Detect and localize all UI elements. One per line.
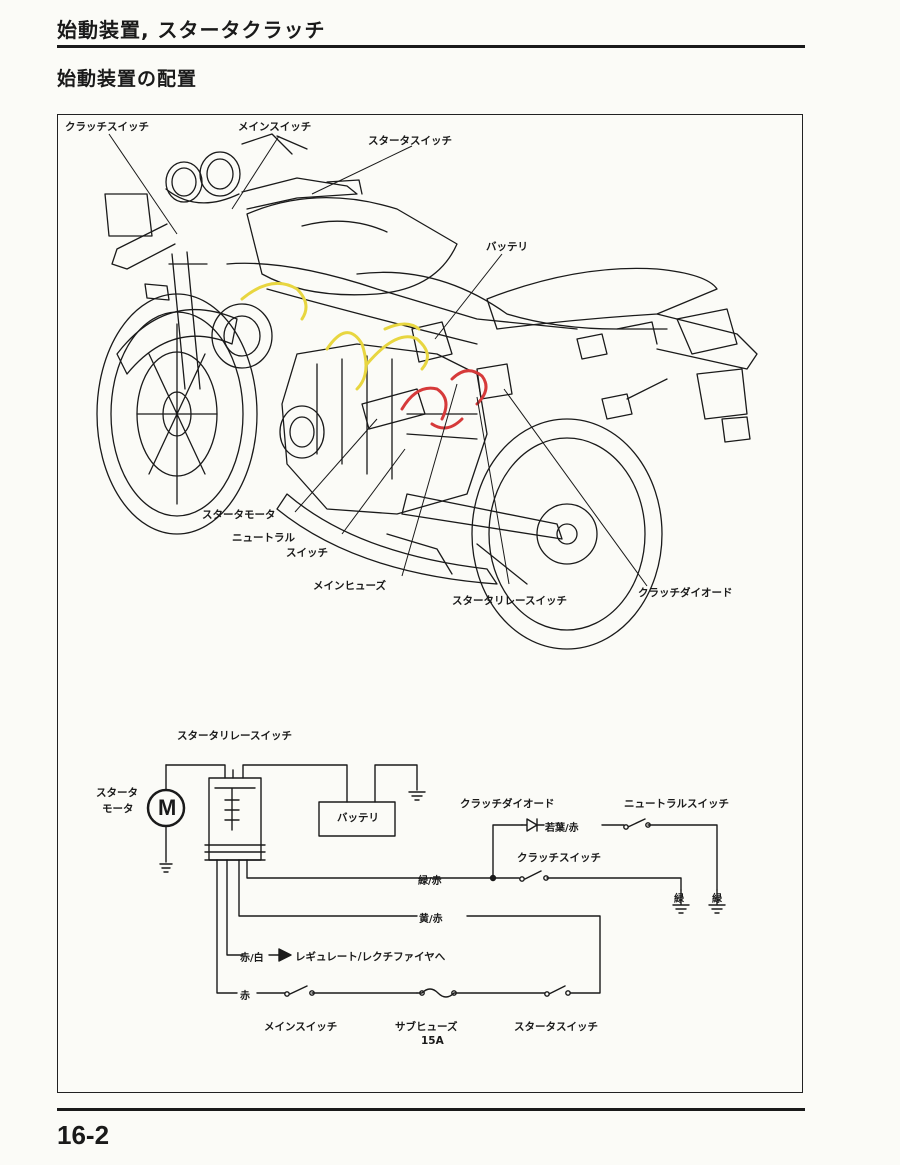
- exhaust-pipe: [276, 493, 498, 585]
- motorcycle-illustration: [96, 133, 758, 650]
- circuit-label-battery: バッテリ: [337, 812, 379, 824]
- engine: [281, 343, 488, 515]
- motor-symbol-letter: M: [158, 795, 177, 820]
- fuel-tank: [246, 196, 458, 296]
- label-neutral-switch-line1: ニュートラル: [232, 532, 295, 544]
- yellow-wire: [240, 281, 429, 391]
- label-starter-relay-switch: スタータリレースイッチ: [452, 595, 567, 607]
- rear-wheel: [471, 418, 663, 650]
- battery-symbol: [318, 801, 396, 837]
- arrow-to-regulator: [268, 948, 292, 962]
- stator: [211, 303, 273, 369]
- front-turn-signal: [144, 283, 170, 301]
- relay-box: [476, 363, 513, 400]
- section-title: 始動装置の配置: [57, 68, 198, 90]
- leader-main-switch: [231, 135, 280, 210]
- red-wire: [400, 369, 488, 430]
- tail-light: [676, 308, 738, 355]
- label-to-regulator: レギュレート/レクチファイヤへ: [295, 951, 446, 963]
- figure-frame: [57, 114, 803, 1093]
- battery-box: [411, 321, 453, 363]
- wire-yellow-red: [238, 859, 601, 994]
- label-clutch-switch: クラッチスイッチ: [65, 121, 149, 133]
- front-fender: [116, 308, 238, 375]
- starter-motor-body: [361, 388, 426, 430]
- circuit-label-clutch-diode: クラッチダイオード: [460, 798, 555, 810]
- seat: [486, 267, 718, 330]
- circuit-label-sub-fuse: サブヒューズ: [395, 1021, 458, 1033]
- front-fork: [168, 251, 208, 390]
- leader-starter-switch: [311, 145, 413, 195]
- label-neutral-switch-line2: スイッチ: [286, 547, 328, 559]
- circuit-label-starter-motor-2: モータ: [102, 803, 134, 815]
- starter-motor-symbol: [146, 764, 226, 873]
- tail-cowl: [656, 313, 758, 370]
- chapter-title: 始動装置, スタータクラッチ: [57, 18, 326, 42]
- circuit-label-starter-relay: スタータリレースイッチ: [177, 730, 292, 742]
- wire-green-red: [246, 824, 523, 879]
- leader-starter-relay: [476, 396, 510, 585]
- leader-battery: [434, 253, 503, 340]
- starter-switch-symbol: [548, 985, 566, 995]
- instrument-cluster: [165, 151, 241, 204]
- swingarm: [401, 493, 563, 540]
- clutch-switch-symbol: [492, 870, 682, 891]
- sub-fuse-symbol: [416, 988, 546, 998]
- wire-label-light-green-red: 若葉/赤: [545, 823, 579, 834]
- wire-label-green-red: 緑/赤: [418, 876, 442, 887]
- license-plate: [696, 368, 748, 420]
- wire-red-white: [226, 859, 244, 956]
- circuit-label-starter-motor-1: スタータ: [96, 787, 138, 799]
- circuit-label-sub-fuse-rating: 15A: [421, 1035, 444, 1047]
- wiring-harness: [356, 271, 668, 330]
- front-wheel: [96, 293, 258, 535]
- label-main-switch: メインスイッチ: [238, 121, 312, 133]
- circuit-label-neutral-switch: ニュートラルスイッチ: [624, 798, 729, 810]
- frame-tube: [226, 262, 578, 345]
- header-rule: [57, 45, 805, 48]
- label-clutch-diode: クラッチダイオード: [638, 587, 733, 599]
- circuit-diagram: [146, 764, 726, 998]
- label-battery: バッテリ: [486, 241, 528, 253]
- circuit-label-main-switch: メインスイッチ: [264, 1021, 338, 1033]
- wire-label-red-white: 赤/白: [240, 953, 264, 964]
- circuit-label-clutch-switch: クラッチスイッチ: [517, 852, 601, 864]
- generator-cover: [279, 405, 325, 459]
- handlebar-left: [111, 223, 176, 270]
- leader-starter-motor: [294, 418, 378, 513]
- wire-red: [216, 859, 418, 995]
- leader-clutch-switch: [108, 133, 178, 235]
- leader-main-fuse: [401, 383, 458, 577]
- ground-label-green-1: 緑: [674, 894, 684, 905]
- starter-relay-symbol: [204, 764, 348, 861]
- leader-clutch-diode: [503, 388, 648, 587]
- footer-rule: [57, 1108, 805, 1111]
- page-number: 16-2: [57, 1120, 110, 1150]
- clutch-diode-symbol: [521, 818, 538, 832]
- label-starter-switch: スタータスイッチ: [368, 135, 452, 147]
- wire-label-red: 赤: [240, 991, 250, 1002]
- neutral-switch-symbol: [627, 818, 718, 891]
- handlebar-right: [241, 177, 358, 210]
- mirror: [241, 133, 308, 155]
- circuit-label-starter-switch: スタータスイッチ: [514, 1021, 598, 1033]
- label-main-fuse: メインヒューズ: [313, 580, 386, 592]
- label-starter-motor: スタータモータ: [202, 509, 276, 521]
- headlight: [104, 193, 153, 237]
- leader-neutral-switch: [341, 448, 406, 535]
- wire-label-yellow-red: 黄/赤: [419, 914, 443, 925]
- ground-label-green-2: 緑: [712, 894, 722, 905]
- rear-turn-signal: [601, 393, 633, 420]
